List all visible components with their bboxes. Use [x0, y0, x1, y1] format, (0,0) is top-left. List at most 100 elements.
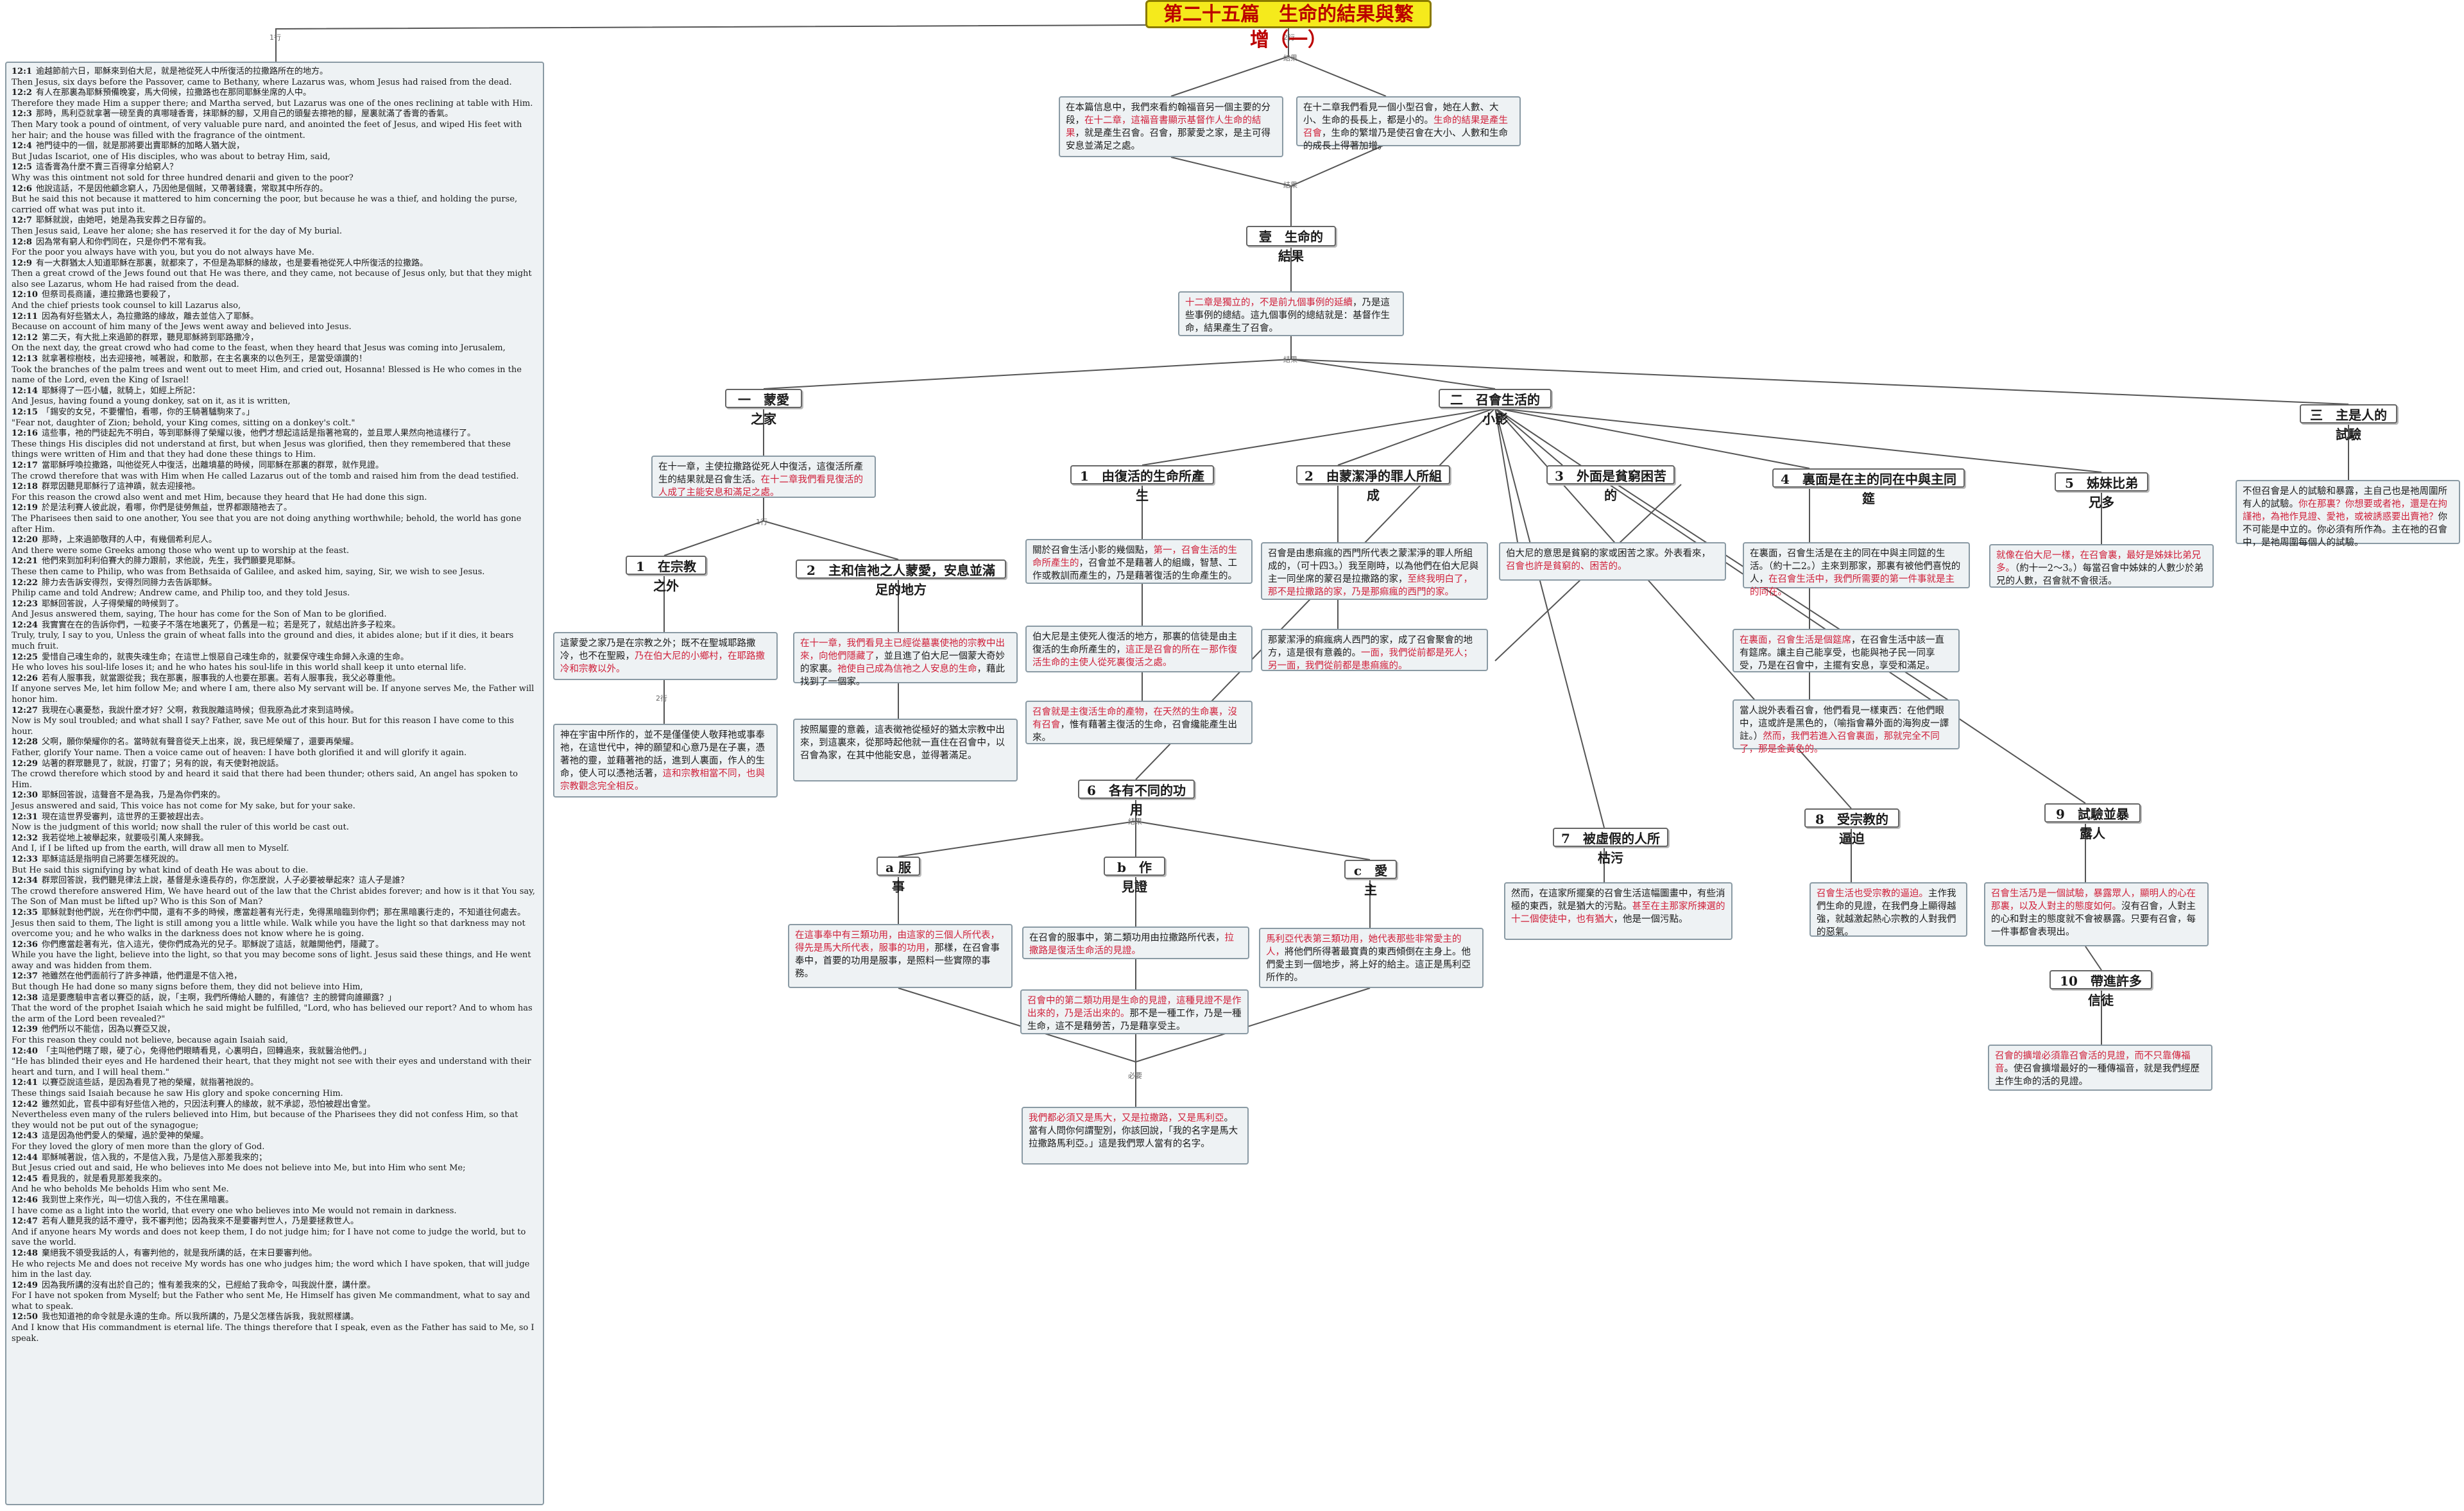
box-test[interactable]: 不但召會是人的試驗和暴露，主自己也是祂周圍所有人的試驗。你在那裏？你想要或者祂，…	[2236, 480, 2460, 548]
heading-b[interactable]: b 作見證	[1104, 857, 1165, 894]
heading-bethany[interactable]: 一 蒙愛之家	[725, 389, 802, 427]
heading-satisfy[interactable]: 2 主和信祂之人蒙愛，安息並滿足的地方	[796, 559, 1006, 597]
box-c4b[interactable]: 在裏面，召會生活是個筵席，在召會生活中該一直有筵席。讓主自己能享受，也能與祂子民…	[1733, 629, 1960, 672]
box-c10[interactable]: 召會的擴增必須靠召會活的見證，而不只靠傳福音。使召會擴增最好的一種傳福音，就是我…	[1988, 1045, 2212, 1091]
verse-ref: 12:22	[12, 577, 38, 588]
heading-c5[interactable]: 5 姊妹比弟兄多	[2055, 472, 2148, 510]
box-text-run: 在裏面，召會生活是在主的同在中與主同筵的生活。（約十二2。）主來到那家，那裏有被…	[1750, 549, 1961, 585]
verse-en: And I know that His commandment is etern…	[12, 1323, 535, 1344]
box-c4c[interactable]: 當人說外表看召會，他們看見一樣東西：在他們眼中，這或許是黑色的，（喻指會幕外面的…	[1733, 699, 1960, 755]
verse-zh: 因為我所講的沒有出於自己的；惟有差我來的父，已經給了我命令，叫我說什麼，講什麼。	[41, 1280, 375, 1290]
box-c2a[interactable]: 召會是由患痲瘋的西門所代表之蒙潔淨的罪人所組成的，（可十四3。）我至剛時，以為他…	[1261, 542, 1488, 600]
verse-zh: 他說這話，不是因他顧念窮人，乃因他是個賊，又帶著錢囊，常取其中所存的。	[35, 184, 328, 194]
heading-c[interactable]: c 愛主	[1344, 860, 1397, 898]
verse-en: And he who beholds Me beholds Him who se…	[12, 1184, 229, 1195]
heading-c6[interactable]: 6 各有不同的功用	[1078, 780, 1195, 817]
box-text-run: 拉撒路是復活生命活的見證。	[1029, 933, 1234, 956]
page-title[interactable]: 第二十五篇 生命的結果與繁增（一）	[1145, 0, 1432, 51]
verse-zh: 以賽亞說這些話，是因為看見了祂的榮耀，就指著祂說的。	[41, 1078, 259, 1088]
verse-en: And there were some Greeks among those w…	[12, 545, 350, 556]
verse-ref: 12:42	[12, 1099, 38, 1109]
box-bethany[interactable]: 在十一章，主使拉撒路從死人中復活，這復活所產生的結果就是召會生活。在十二章我們看…	[651, 456, 876, 498]
verse-ref: 12:5	[12, 162, 32, 173]
verse-ref: 12:27	[12, 705, 38, 715]
box-c5[interactable]: 就像在伯大尼一樣，在召會裏，最好是姊妹比弟兄多。（約十一2～3。）每當召會中姊妹…	[1989, 544, 2214, 588]
box-c1b[interactable]: 伯大尼是主使死人復活的地方，那裏的信徒是由主復活的生命所產生的，這正是召會的所在…	[1025, 626, 1253, 672]
verse-en: For they loved the glory of men more tha…	[12, 1141, 265, 1152]
heading-c1[interactable]: 1 由復活的生命所產生	[1070, 465, 1214, 503]
box-text-run: 就像在伯大尼一樣，在召會裏，最好是姊妹比弟兄多。	[1996, 551, 2201, 574]
verse-ref: 12:37	[12, 971, 38, 982]
box-text-run: 召會也許是貧窮的、困苦的。	[1506, 561, 1627, 572]
verse-ref: 12:26	[12, 673, 38, 683]
box-text-run: 主作我們生命的見證，在我們身上顯得越強，就越激起熱心宗教的人對我們的惡氣。	[1817, 889, 1956, 937]
box-b[interactable]: 在召會的服事中，第二類功用由拉撒路所代表，拉撒路是復活生命活的見證。	[1022, 926, 1249, 959]
heading-church-life[interactable]: 二 召會生活的小影	[1439, 389, 1552, 427]
box-c1a[interactable]: 關於召會生活小影的幾個點，第一，召會生活的生命所產生的，召會並不是藉著人的組織，…	[1025, 539, 1253, 584]
box-c[interactable]: 馬利亞代表第三類功用，她代表那些非常愛主的人，將他們所得著最寶貴的東西傾倒在主身…	[1259, 928, 1484, 988]
box-text-run: 在十二章我們看見一個小型召會，她在人數、大小、生命的長長上，都是小的。	[1303, 103, 1499, 126]
box-text-run: 按照屬靈的意義，這表徵祂從極好的猶太宗教中出來，到這裏來，從那時起他就一直住在召…	[800, 725, 1005, 761]
box-need[interactable]: 我們都必須又是馬大，又是拉撒路，又是馬利亞。當有人問你何謂聖別，你該回說，「我的…	[1022, 1107, 1249, 1165]
box-c4a[interactable]: 在裏面，召會生活是在主的同在中與主同筵的生活。（約十二2。）主來到那家，那裏有被…	[1743, 542, 1970, 597]
box-c7[interactable]: 然而，在這家所擺棄的召會生活這幅圖畫中，有些消極的東西，就是猶大的污點。甚至在主…	[1504, 882, 1733, 940]
box-top-left[interactable]: 在本篇信息中，我們來看約翰福音另一個主要的分段，在十二章，這福音書顯示基督作人生…	[1059, 96, 1283, 157]
verse-zh: 就拿著棕樹枝，出去迎接祂，喊著說，和散那，在主名裏來的以色列王，是當受頌讚的！	[41, 354, 367, 364]
box-religion[interactable]: 這蒙愛之家乃是在宗教之外；既不在聖城耶路撒冷，也不在聖殿，乃在伯大尼的小鄉村，在…	[553, 632, 778, 680]
box-c1c[interactable]: 召會就是主復活生命的產物，在天然的生命裏，沒有召會，惟有藉著主復活的生命，召會纔…	[1025, 701, 1253, 744]
verse-zh: 你們應當趁著有光，信入這光，使你們成為光的兒子。耶穌說了這話，就離開他們，隱藏了…	[41, 939, 384, 950]
verse-zh: 因為有好些猶太人，為拉撒路的緣故，離去並信入了耶穌。	[41, 311, 259, 321]
verse-zh: 群眾回答說，我們聽見律法上說，基督是永遠長存的，你怎麼說，人子必要被舉起來？這人…	[41, 876, 409, 886]
verse-ref: 12:8	[12, 237, 32, 247]
box-text-run: ，召會並不是藉著人的組織，智慧、工作或教訓而產生的，乃是藉著復活的生命產生的。	[1032, 558, 1237, 581]
verse-zh: 當耶穌呼喚拉撒路，叫他從死人中復活，出離墳墓的時候，同耶穌在那裏的群眾，就作見證…	[41, 460, 384, 470]
heading-c8[interactable]: 8 受宗教的逼迫	[1804, 808, 1899, 846]
box-a[interactable]: 在這事奉中有三類功用，由這家的三個人所代表，得先是馬大所代表，服事的功用，那樣，…	[788, 924, 1013, 988]
verse-ref: 12:2	[12, 88, 32, 98]
box-text-run: ，生命的繁增乃是使召會在大小、人數和生命的成長上得著加增。	[1303, 128, 1508, 151]
verse-zh: 我實實在在的告訴你們，一粒麥子不落在地裏死了，仍舊是一粒；若是死了，就結出許多子…	[41, 620, 400, 630]
heading-fruit[interactable]: 壹 生命的結果	[1246, 226, 1336, 264]
box-satisfy[interactable]: 在十一章，我們看見主已經從墓裏使祂的宗教中出來，向他們隱藏了，並且進了伯大尼一個…	[793, 632, 1018, 687]
heading-c2[interactable]: 2 由蒙潔淨的罪人所組成	[1296, 465, 1450, 503]
box-text-run: 神在宇宙中所作的，並不是僅僅使人敬拜祂或事奉祂，在這世代中，神的願望和心意乃是在…	[560, 730, 765, 779]
box-text-run: 在這事奉中有三類功用，由這家的三個人所代表，得先是馬大所代表，服事的功用，	[795, 930, 1000, 953]
verse-ref: 12:49	[12, 1280, 38, 1290]
box-religion-more[interactable]: 神在宇宙中所作的，並不是僅僅使人敬拜祂或事奉祂，在這世代中，神的願望和心意乃是在…	[553, 724, 778, 798]
verse-ref: 12:29	[12, 758, 38, 769]
box-c3[interactable]: 伯大尼的意思是貧窮的家或困苦之家。外表看來， 召會也許是貧窮的、困苦的。	[1499, 542, 1726, 581]
verse-zh: 有人在那裏為耶穌預備晚宴，馬大伺候，拉撒路也在那同耶穌坐席的人中。	[35, 88, 311, 98]
heading-c9[interactable]: 9 試驗並暴露人	[2044, 803, 2141, 841]
verse-en: Philip came and told Andrew; Andrew came…	[12, 588, 350, 599]
box-text-run: 然而，在這家所擺棄的召會生活這幅圖畫中，有些消極的東西，就是猶大的污點。	[1511, 889, 1725, 912]
verse-zh: 有一大群猶太人知道耶穌在那裏，就都來了，不但是為耶穌的緣故，也是要看祂從死人中所…	[35, 258, 428, 268]
heading-c3[interactable]: 3 外面是貧窮困苦的	[1546, 465, 1675, 503]
heading-a[interactable]: a 服事	[877, 857, 920, 894]
box-c9[interactable]: 召會生活乃是一個試驗，暴露眾人，顯明人的心在那裏，以及人對主的態度如何。沒有召會…	[1984, 882, 2209, 946]
heading-c10[interactable]: 10 帶進許多信徒	[2049, 970, 2152, 1008]
heading-religion[interactable]: 1 在宗教之外	[626, 556, 706, 593]
heading-c7[interactable]: 7 被虛假的人所枯污	[1553, 828, 1668, 866]
box-text-run: 在十一章，我們看見主已經從墓裏使祂的宗教中出來，向他們隱藏了	[800, 638, 1005, 662]
box-summary[interactable]: 召會中的第二類功用是生命的見證，這種見證不是作出來的，乃是活出來的。那不是一種工…	[1020, 989, 1249, 1034]
heading-c4[interactable]: 4 裏面是在主的同在中與主同筵	[1772, 468, 1965, 506]
box-top-right[interactable]: 在十二章我們看見一個小型召會，她在人數、大小、生命的長長上，都是小的。生命的結果…	[1296, 96, 1521, 151]
box-fruit[interactable]: 十二章是獨立的，不是前九個事例的延續，乃是這些事例的總結。這九個事例的總結就是：…	[1178, 291, 1404, 336]
verse-ref: 12:13	[12, 354, 38, 364]
verse-zh: 耶穌回答說，人子得榮耀的時候到了。	[41, 599, 184, 609]
box-c2b[interactable]: 那蒙潔淨的痲瘋病人西門的家，成了召會聚會的地方，這是很有意義的。一面，我們從前都…	[1261, 629, 1488, 671]
box-text-run: 至終我明白了，那不是拉撒路的家，乃是那痲瘋的西門的家。	[1268, 574, 1473, 597]
box-text-run: 伯大尼的意思是貧窮的家或困苦之家。外表看來，	[1506, 549, 1711, 559]
box-satisfy-more[interactable]: 按照屬靈的意義，這表徵祂從極好的猶太宗教中出來，到這裏來，從那時起他就一直住在召…	[793, 719, 1018, 781]
verse-ref: 12:45	[12, 1174, 38, 1184]
box-c8[interactable]: 召會生活也受宗教的逼迫。主作我們生命的見證，在我們身上顯得越強，就越激起熱心宗教…	[1810, 882, 1967, 937]
heading-test[interactable]: 三 主是人的試驗	[2300, 404, 2397, 442]
